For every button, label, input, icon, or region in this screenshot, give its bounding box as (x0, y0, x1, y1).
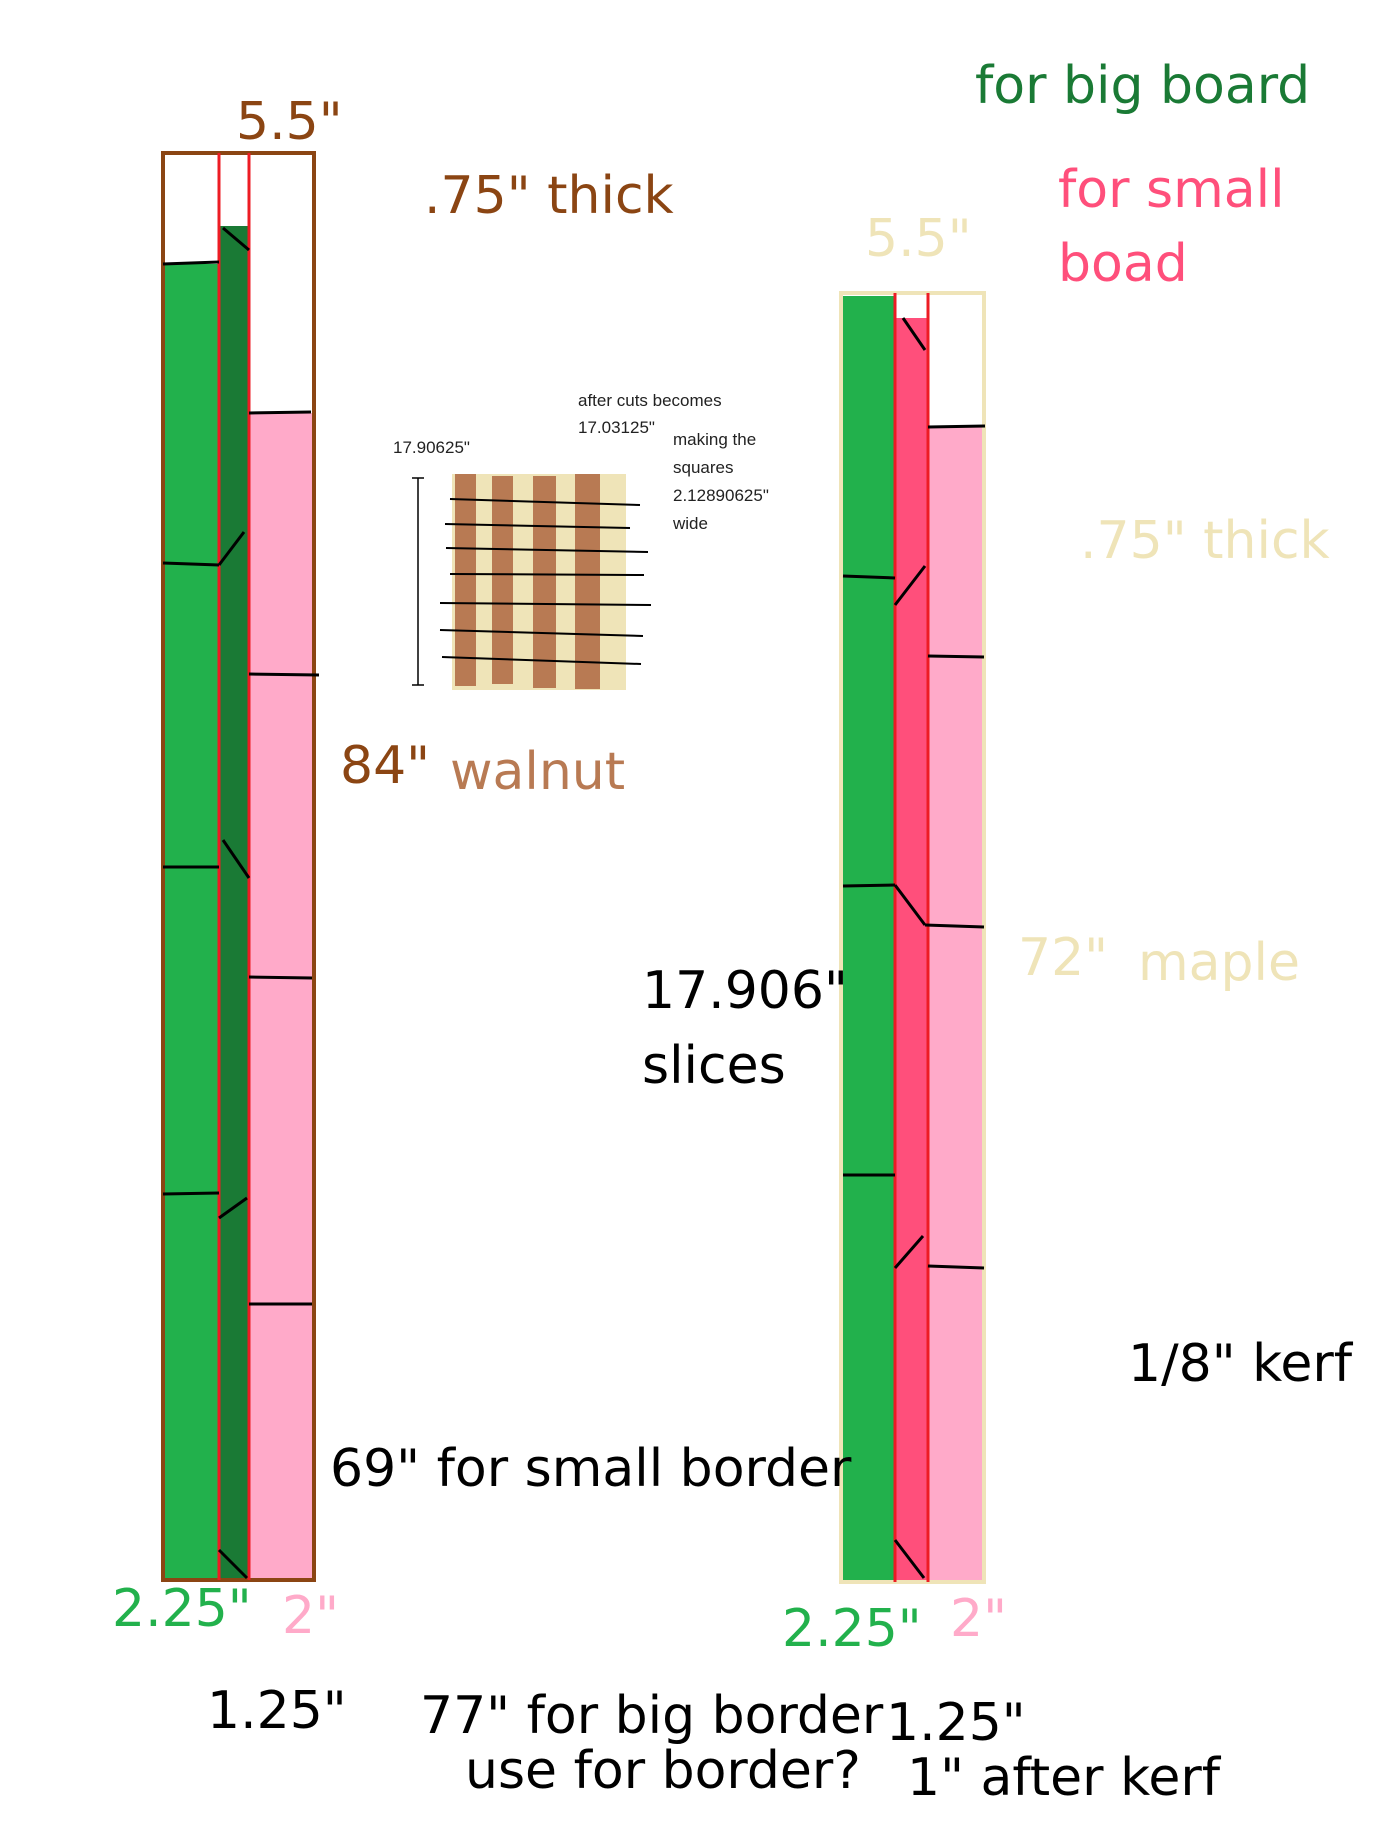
pattern-cut-lines (439, 498, 652, 665)
walnut-pink-strip-label: 2" (282, 1586, 340, 1646)
pattern-height-bracket (412, 477, 424, 686)
pattern-squares-line4: wide (673, 514, 708, 533)
maple-board-outline (839, 291, 986, 1584)
small-board-legend-line2: boad (1058, 234, 1188, 294)
pattern-squares-line3: 2.12890625" (673, 486, 769, 505)
maple-wood-label: maple (1138, 933, 1300, 993)
big-border-note: 77" for big border (420, 1686, 884, 1746)
walnut-middle-strip-label: 1.25" (207, 1681, 347, 1741)
maple-width-label: 5.5" (865, 209, 972, 269)
big-board-legend: for big board (975, 56, 1311, 116)
walnut-pink-strip (249, 413, 314, 1580)
maple-pink-strip-label: 2" (950, 1589, 1008, 1649)
maple-kerf-note: 1" after kerf (907, 1748, 1221, 1808)
pattern-height-label: 17.90625" (393, 438, 470, 457)
walnut-green-strip-label: 2.25" (112, 1579, 252, 1639)
maple-thickness-label: .75" thick (1080, 511, 1330, 571)
pattern-sketch (412, 474, 652, 690)
walnut-dark-strip (219, 226, 249, 1580)
walnut-width-label: 5.5" (236, 92, 343, 152)
maple-green-strip (843, 296, 895, 1582)
walnut-wood-label: walnut (450, 742, 626, 802)
slices-note-line2: slices (642, 1036, 786, 1096)
border-question: use for border? (465, 1741, 861, 1801)
small-border-note: 69" for small border (330, 1439, 852, 1499)
kerf-label: 1/8" kerf (1128, 1334, 1353, 1394)
maple-pink-strip (928, 427, 984, 1582)
maple-length-label: 72" (1018, 928, 1109, 988)
walnut-board (161, 151, 320, 1582)
walnut-length-label: 84" (340, 736, 431, 796)
slices-note-line1: 17.906" (642, 961, 848, 1021)
pattern-note-line2: 17.03125" (578, 418, 655, 437)
maple-green-strip-label: 2.25" (782, 1599, 922, 1659)
walnut-green-strip (163, 264, 219, 1580)
pattern-squares-line2: squares (673, 458, 734, 477)
walnut-thickness-label: .75" thick (424, 166, 674, 226)
maple-middle-strip-label: 1.25" (886, 1693, 1026, 1753)
maple-hot-pink-strip (895, 318, 928, 1582)
maple-cut-marks (842, 317, 986, 1579)
pattern-squares-line1: making the (673, 430, 757, 449)
pattern-note-line1: after cuts becomes (578, 391, 722, 410)
walnut-cut-marks (162, 226, 320, 1580)
maple-board (839, 291, 986, 1584)
small-board-legend-line1: for small (1058, 160, 1285, 220)
